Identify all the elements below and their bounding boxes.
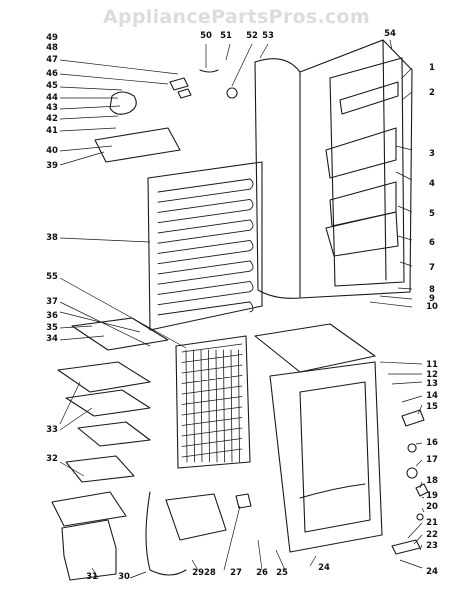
callout-43: 43: [46, 103, 58, 113]
callout-33: 33: [46, 425, 58, 435]
thermostat-knob: [109, 91, 137, 115]
callout-15: 15: [426, 402, 438, 412]
callout-22: 22: [426, 530, 438, 540]
callout-53: 53: [262, 31, 274, 41]
callout-8: 8: [429, 285, 435, 295]
callout-12: 12: [426, 370, 438, 380]
callout-45: 45: [46, 81, 58, 91]
callout-7: 7: [429, 263, 435, 273]
callout-17: 17: [426, 455, 438, 465]
wire-shelf-2: [65, 389, 151, 417]
callout-5: 5: [429, 209, 435, 219]
callout-27: 26: [256, 568, 268, 578]
callout-54: 54: [384, 29, 396, 39]
door-shelf-top: [339, 81, 399, 115]
callout-41: 41: [46, 126, 58, 136]
leader-lines: [59, 39, 425, 579]
callout-2: 2: [429, 88, 435, 98]
callout-46: 46: [46, 69, 58, 79]
callout-38: 38: [46, 233, 58, 243]
callout-35: 35: [46, 323, 58, 333]
bushings: [415, 483, 429, 521]
callout-28: 2928: [192, 568, 216, 578]
wire-shelf-3: [77, 421, 151, 447]
callout-4: 4: [429, 179, 435, 189]
condenser-grid: [181, 343, 243, 463]
callout-39: 39: [46, 161, 58, 171]
wire-shelf-1: [57, 361, 151, 393]
callout-44: 44: [46, 93, 58, 103]
callout-52: 52: [246, 31, 258, 41]
door-frame: [299, 39, 413, 299]
callout-55: 55: [46, 272, 58, 282]
watermark: AppliancePartsPros.com: [102, 6, 370, 28]
callout-49: 49: [46, 33, 58, 43]
evaporator-coil: [157, 178, 254, 316]
callout-30: 30: [118, 572, 130, 582]
cabinet-body-front: [269, 361, 383, 553]
callout-31: 31: [86, 572, 98, 582]
door-inner-liner: [329, 57, 405, 287]
callout-23: 23: [426, 541, 438, 551]
callout-37: 37: [46, 297, 58, 307]
door-shelf-middle: [325, 127, 397, 179]
callout-26: 25: [276, 568, 288, 578]
door-gasket-edge: [382, 39, 387, 281]
callout-1: 1: [429, 63, 435, 73]
glass-shelf-top: [71, 317, 169, 351]
power-cord: [145, 491, 187, 576]
crisper-cover: [65, 455, 135, 483]
callout-36: 36: [46, 311, 58, 321]
callout-6: 6: [429, 238, 435, 248]
callout-9: 9: [429, 294, 435, 304]
callout-34: 34: [46, 334, 58, 344]
cabinet-top-cover: [254, 323, 376, 373]
evaporator-plate: [147, 161, 263, 331]
callout-13: 13: [426, 379, 438, 389]
callout-47: 47: [46, 55, 58, 65]
condenser-frame: [175, 335, 251, 469]
callout-42: 42: [46, 114, 58, 124]
callout-10: 10: [426, 302, 438, 312]
callout-29: 27: [230, 568, 242, 578]
callout-48: 48: [46, 43, 58, 53]
door-bottle-bin: [325, 211, 399, 257]
cabinet-inner-liner: [299, 381, 371, 533]
cabinet-bottom-bin: [299, 483, 366, 499]
top-housing: [94, 127, 181, 163]
lower-hinge: [391, 539, 421, 555]
callout-32: 32: [46, 454, 58, 464]
callout-40: 40: [46, 146, 58, 156]
connector-blocks: [169, 77, 192, 99]
capillary-and-grommet: [199, 69, 238, 99]
relay-cover: [165, 493, 227, 541]
callout-16: 16: [426, 438, 438, 448]
callout-18: 18: [426, 476, 438, 486]
crisper-drawer: [61, 519, 117, 581]
callout-11: 11: [426, 360, 438, 370]
callout-14: 14: [426, 391, 438, 401]
callout-3: 3: [429, 149, 435, 159]
callout-21: 21: [426, 518, 438, 528]
callout-20: 20: [426, 502, 438, 512]
callout-25: 24: [426, 567, 438, 577]
hinge-bracket: [401, 409, 425, 427]
callout-50: 50: [200, 31, 212, 41]
callout-24: 24: [318, 563, 330, 573]
glass-plate: [51, 491, 127, 527]
callout-19: 19: [426, 491, 438, 501]
callout-51: 51: [220, 31, 232, 41]
capacitor: [235, 493, 252, 509]
grommets: [406, 443, 418, 479]
